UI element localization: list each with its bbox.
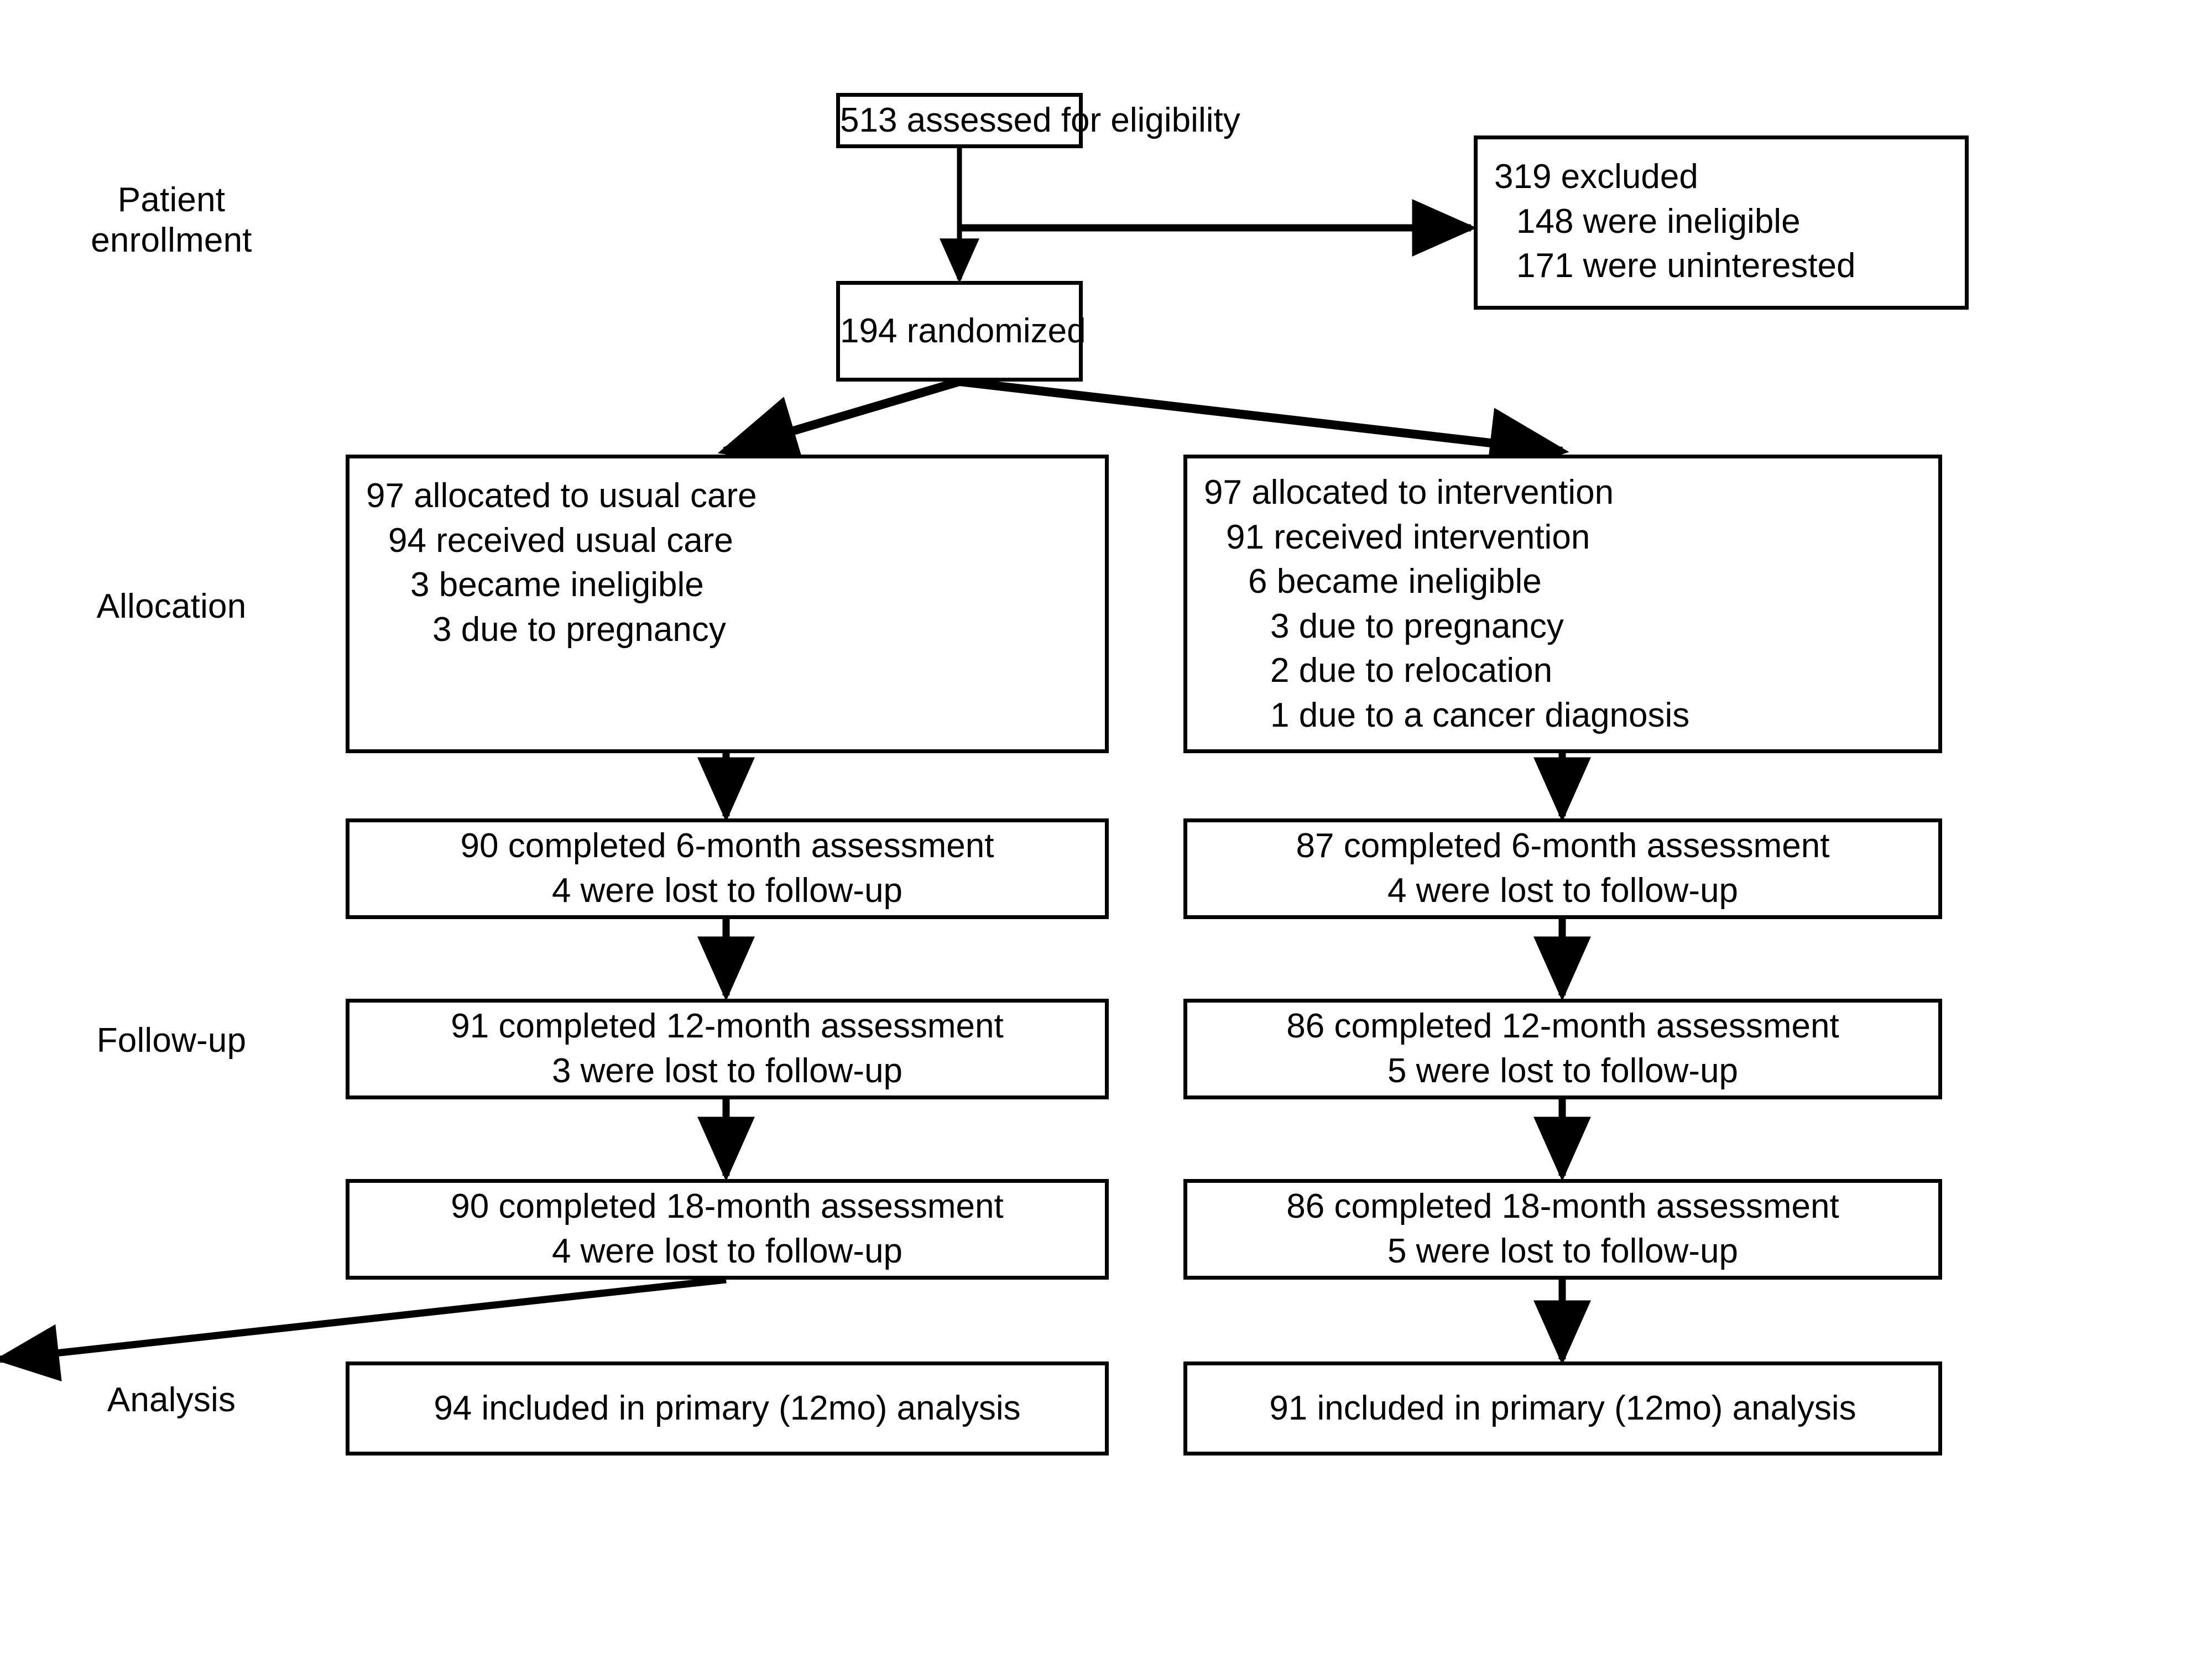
box-intervention-12-month[interactable]: 86 completed 12-month assessment 5 were … xyxy=(1183,999,1942,1099)
box-line: 94 included in primary (12mo) analysis xyxy=(434,1389,1021,1427)
box-line: 90 completed 18-month assessment xyxy=(451,1187,1004,1226)
box-usual-care-18-month[interactable]: 90 completed 18-month assessment 4 were … xyxy=(346,1179,1109,1280)
box-line: 87 completed 6-month assessment xyxy=(1296,827,1830,865)
box-line: 319 excluded xyxy=(1494,158,1698,196)
box-line: 3 due to pregnancy xyxy=(432,610,726,649)
box-line: 3 were lost to follow-up xyxy=(551,1052,903,1090)
stage-label-follow-up: Follow-up xyxy=(96,1021,247,1060)
box-line: 97 allocated to intervention xyxy=(1204,473,1614,512)
box-allocation-usual-care[interactable]: 97 allocated to usual care 94 received u… xyxy=(346,455,1109,753)
arrow-usual-18mo-to-analysis xyxy=(0,1276,727,1382)
box-usual-care-6-month[interactable]: 90 completed 6-month assessment 4 were l… xyxy=(346,818,1109,919)
box-line: 148 were ineligible xyxy=(1516,202,1801,241)
box-line: 86 completed 18-month assessment xyxy=(1286,1187,1839,1226)
box-line: 171 were uninterested xyxy=(1516,247,1856,285)
box-line: 194 randomized xyxy=(840,311,1086,350)
box-line: 4 were lost to follow-up xyxy=(1387,872,1739,910)
box-intervention-analysis[interactable]: 91 included in primary (12mo) analysis xyxy=(1183,1361,1942,1455)
box-line: 3 due to pregnancy xyxy=(1270,607,1564,645)
stage-label-analysis: Analysis xyxy=(107,1381,236,1419)
box-line: 97 allocated to usual care xyxy=(366,477,757,515)
box-excluded[interactable]: 319 excluded 148 were ineligible 171 wer… xyxy=(1474,135,1969,310)
box-line: 5 were lost to follow-up xyxy=(1387,1052,1739,1090)
box-allocation-intervention[interactable]: 97 allocated to intervention 91 received… xyxy=(1183,455,1942,753)
box-line: 3 became ineligible xyxy=(410,566,704,604)
box-line: 91 received intervention xyxy=(1226,518,1590,556)
box-line: 4 were lost to follow-up xyxy=(551,1232,903,1270)
box-line: 91 included in primary (12mo) analysis xyxy=(1269,1389,1856,1427)
box-intervention-18-month[interactable]: 86 completed 18-month assessment 5 were … xyxy=(1183,1179,1942,1280)
box-line: 86 completed 12-month assessment xyxy=(1286,1007,1839,1046)
box-line: 91 completed 12-month assessment xyxy=(451,1007,1004,1046)
box-line: 513 assessed for eligibility xyxy=(840,101,1240,139)
box-line: 90 completed 6-month assessment xyxy=(460,827,994,865)
box-line: 1 due to a cancer diagnosis xyxy=(1270,696,1690,734)
stage-label-allocation: Allocation xyxy=(96,587,247,625)
box-randomized[interactable]: 194 randomized xyxy=(836,281,1086,382)
box-line: 4 were lost to follow-up xyxy=(551,872,903,910)
box-usual-care-12-month[interactable]: 91 completed 12-month assessment 3 were … xyxy=(346,999,1109,1099)
box-assessed-for-eligibility[interactable]: 513 assessed for eligibility xyxy=(836,93,1240,148)
stage-label-patient-enrollment: Patient enrollment xyxy=(91,181,252,260)
box-line: 5 were lost to follow-up xyxy=(1387,1232,1739,1270)
arrow-randomized-to-intervention xyxy=(959,377,1569,478)
box-line: 94 received usual care xyxy=(388,521,733,560)
box-line: 6 became ineligible xyxy=(1248,562,1542,601)
arrow-randomized-to-usual-care xyxy=(717,377,961,465)
box-line: 2 due to relocation xyxy=(1270,651,1553,690)
box-intervention-6-month[interactable]: 87 completed 6-month assessment 4 were l… xyxy=(1183,818,1942,919)
box-usual-care-analysis[interactable]: 94 included in primary (12mo) analysis xyxy=(346,1361,1109,1455)
